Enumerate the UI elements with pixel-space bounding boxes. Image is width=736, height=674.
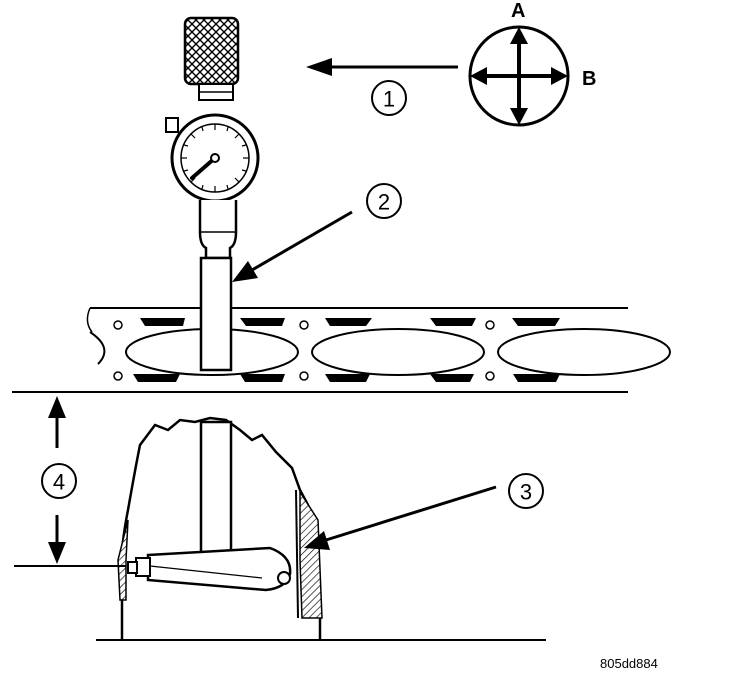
gauge-shaft [199, 256, 233, 372]
callout-number-2: 2 [378, 190, 390, 215]
direction-indicator: A B [468, 0, 596, 127]
cylinder-deck-plate [12, 307, 671, 393]
callout-3: 3 [304, 473, 544, 550]
callout-4-depth: 4 [41, 396, 77, 564]
callout-2: 2 [232, 183, 402, 282]
callout-number-1: 1 [383, 87, 395, 112]
callout-number-3: 3 [520, 480, 532, 505]
cylinder-cutaway [14, 416, 546, 641]
plate-slots [133, 318, 560, 382]
dial-needle [190, 156, 217, 180]
direction-label-b: B [582, 68, 596, 90]
dial-bore-gauge [165, 16, 260, 372]
knurled-knob [183, 16, 240, 86]
callout-number-4: 4 [53, 470, 65, 495]
figure-code: 805dd884 [600, 656, 658, 671]
gauge-probe-head [146, 546, 292, 592]
plate-holes [113, 318, 495, 381]
cylinder-bores [89, 328, 671, 376]
callout-1: 1 [306, 58, 458, 116]
dial-indicator [170, 113, 260, 203]
direction-label-a: A [511, 0, 525, 22]
